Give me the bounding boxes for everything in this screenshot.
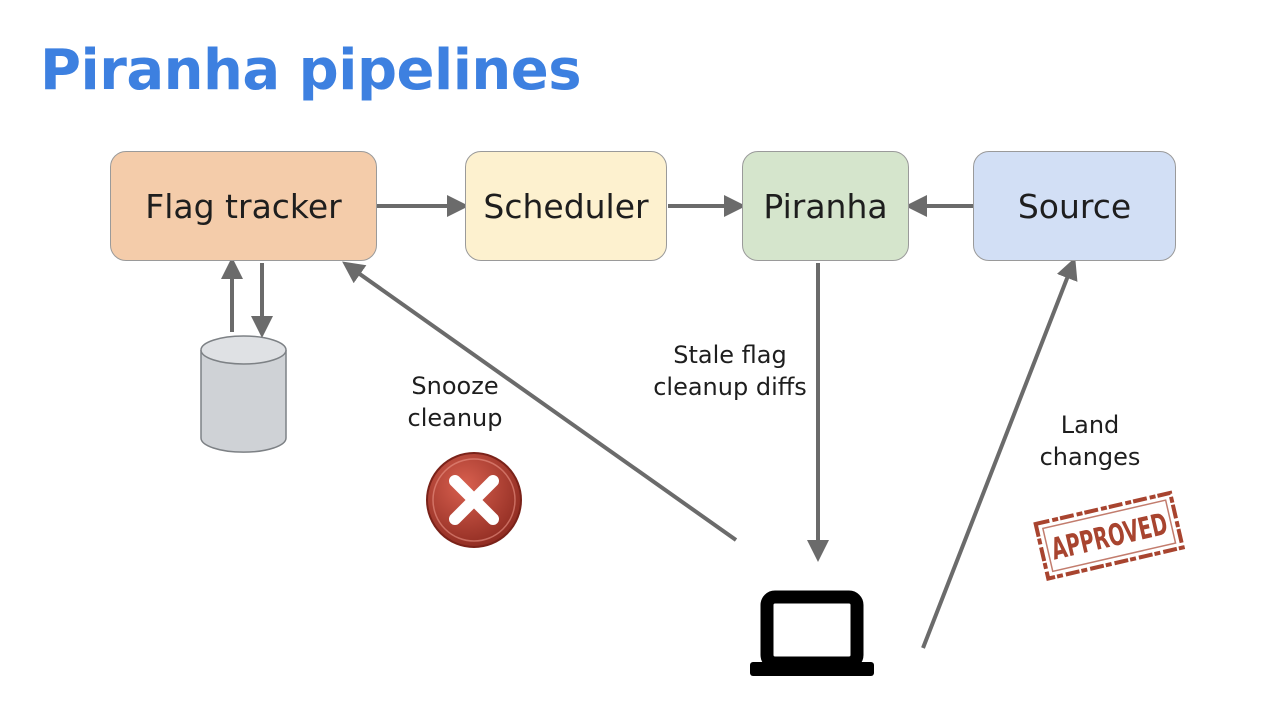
snooze-line-1: Snooze bbox=[411, 372, 499, 400]
reject-x-icon bbox=[426, 452, 522, 548]
approved-stamp-icon: APPROVED bbox=[1033, 490, 1186, 581]
arrow-laptop-to-source bbox=[921, 257, 1078, 649]
flag-tracker-label: Flag tracker bbox=[145, 186, 342, 226]
laptop-icon bbox=[750, 590, 874, 676]
stale-flag-cleanup-diffs-label: Stale flag cleanup diffs bbox=[635, 339, 825, 403]
source-node: Source bbox=[973, 151, 1176, 261]
database-icon bbox=[200, 335, 287, 453]
flag-tracker-node: Flag tracker bbox=[110, 151, 377, 261]
land-line-1: Land bbox=[1060, 411, 1120, 439]
snooze-cleanup-label: Snooze cleanup bbox=[385, 370, 525, 434]
land-changes-label: Land changes bbox=[1025, 409, 1155, 473]
stale-line-2: cleanup diffs bbox=[653, 373, 807, 401]
piranha-node: Piranha bbox=[742, 151, 909, 261]
land-line-2: changes bbox=[1039, 443, 1141, 471]
source-label: Source bbox=[1017, 186, 1132, 226]
snooze-line-2: cleanup bbox=[407, 404, 503, 432]
arrow-laptop-to-flag-tracker bbox=[342, 261, 738, 542]
stale-line-1: Stale flag bbox=[673, 341, 787, 369]
piranha-label: Piranha bbox=[763, 186, 888, 226]
scheduler-label: Scheduler bbox=[483, 186, 649, 226]
page-title: Piranha pipelines bbox=[40, 38, 582, 103]
scheduler-node: Scheduler bbox=[465, 151, 667, 261]
